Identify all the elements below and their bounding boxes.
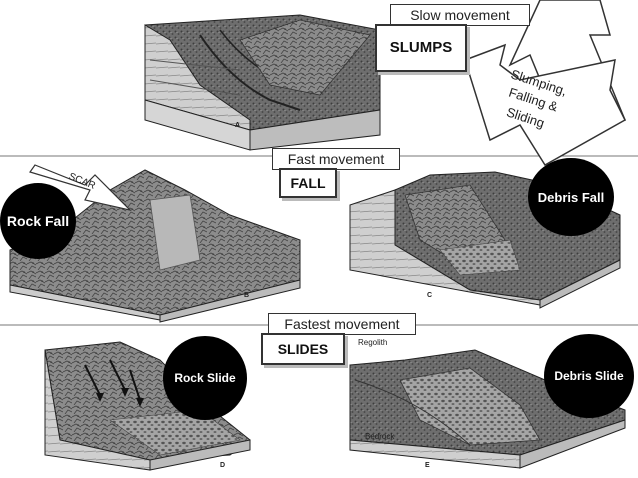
rock-fall-illustration: [9, 164, 301, 323]
rock-slide-badge: Rock Slide: [163, 336, 247, 420]
debris-slide-illustration: [349, 349, 626, 469]
figure-letter-c: C: [427, 292, 433, 299]
slides-category-box: SLIDES: [261, 333, 345, 365]
fast-movement-label: Fast movement: [272, 148, 400, 170]
figure-letter-b: B: [244, 292, 250, 299]
slumps-category-box: SLUMPS: [375, 24, 467, 72]
fastest-movement-label: Fastest movement: [268, 313, 416, 335]
figure-letter-d: D: [220, 462, 226, 469]
movement-double-arrow: [464, 0, 626, 167]
regolith-label: Regolith: [358, 338, 388, 347]
fall-category-box: FALL: [279, 168, 337, 198]
rock-slide-illustration: [44, 341, 251, 471]
debris-fall-badge: Debris Fall: [528, 158, 614, 236]
slump-block-illustration: [144, 14, 381, 151]
rock-fall-badge: Rock Fall: [0, 183, 76, 259]
debris-slide-badge: Debris Slide: [544, 334, 634, 418]
bedrock-label: Bedrock: [365, 432, 395, 441]
figure-letter-e: E: [425, 462, 430, 469]
figure-letter-a: A: [235, 122, 241, 129]
slow-movement-label: Slow movement: [390, 4, 530, 26]
